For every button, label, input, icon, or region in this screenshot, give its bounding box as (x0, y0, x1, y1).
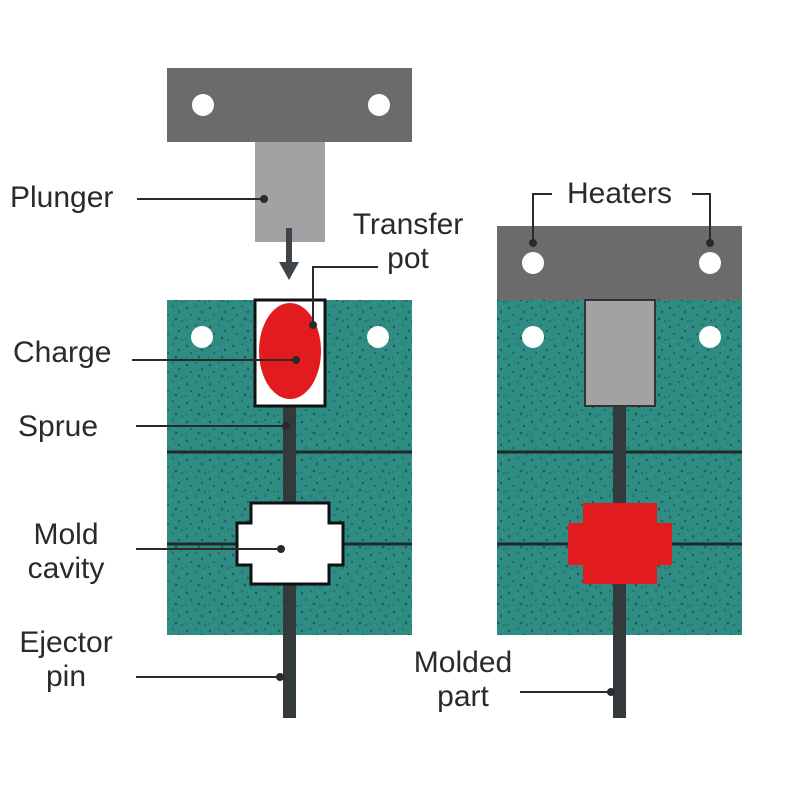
molded-part (568, 503, 672, 584)
mold-hole-right (367, 326, 389, 348)
heaters-right-leader (692, 193, 711, 243)
mold-hole-left (191, 326, 213, 348)
molded-part-label-line1: Molded (413, 646, 513, 679)
transfer-pot-label-line1: Transfer (352, 208, 464, 241)
plunger-leader-dot (260, 195, 268, 203)
inserted-plunger (584, 299, 656, 407)
plate-hole-right (368, 94, 390, 116)
ejector-pin-label-line1: Ejector (19, 626, 113, 659)
heaters-right-leader-dot (706, 239, 714, 247)
mold-cavity-label-line1: Mold (33, 518, 99, 551)
transfer-pot-label: Transfer pot (348, 208, 468, 276)
right-assembly (497, 226, 742, 718)
molded-part-leader-dot (607, 688, 615, 696)
heaters-left-leader-dot (529, 239, 537, 247)
plunger-arrow-shaft (286, 228, 292, 266)
molded-part-label-line2: part (437, 680, 489, 713)
sprue-label: Sprue (18, 410, 99, 443)
charge (259, 303, 321, 399)
ejector-pin-label: Ejector pin (12, 626, 120, 694)
heaters-left-leader (532, 193, 552, 243)
right-mold-hole-right (699, 326, 721, 348)
transfer-pot-label-line2: pot (387, 242, 429, 275)
ejector-pin-label-line2: pin (45, 660, 87, 693)
molded-part-label: Molded part (406, 646, 520, 714)
plunger (255, 142, 325, 242)
charge-leader-dot (292, 356, 300, 364)
mold-cavity-leader-dot (277, 545, 285, 553)
sprue-leader-dot (282, 422, 290, 430)
leader-lines (132, 193, 714, 696)
plunger-label: Plunger (10, 181, 114, 214)
heater-hole-right (699, 252, 721, 274)
transfer-pot-leader (312, 266, 378, 325)
plate-hole-left (192, 94, 214, 116)
heater-hole-left (522, 252, 544, 274)
mold-cavity-label: Mold cavity (14, 518, 118, 586)
transfer-pot-leader-dot (309, 321, 317, 329)
plunger-arrow-head-icon (279, 262, 299, 280)
mold-cavity (235, 501, 345, 586)
heaters-label: Heaters (567, 177, 673, 210)
right-mold-hole-left (522, 326, 544, 348)
mold-cavity-label-line2: cavity (27, 552, 105, 585)
ejector-pin-leader-dot (276, 673, 284, 681)
left-assembly (167, 68, 412, 718)
charge-label: Charge (13, 336, 112, 369)
